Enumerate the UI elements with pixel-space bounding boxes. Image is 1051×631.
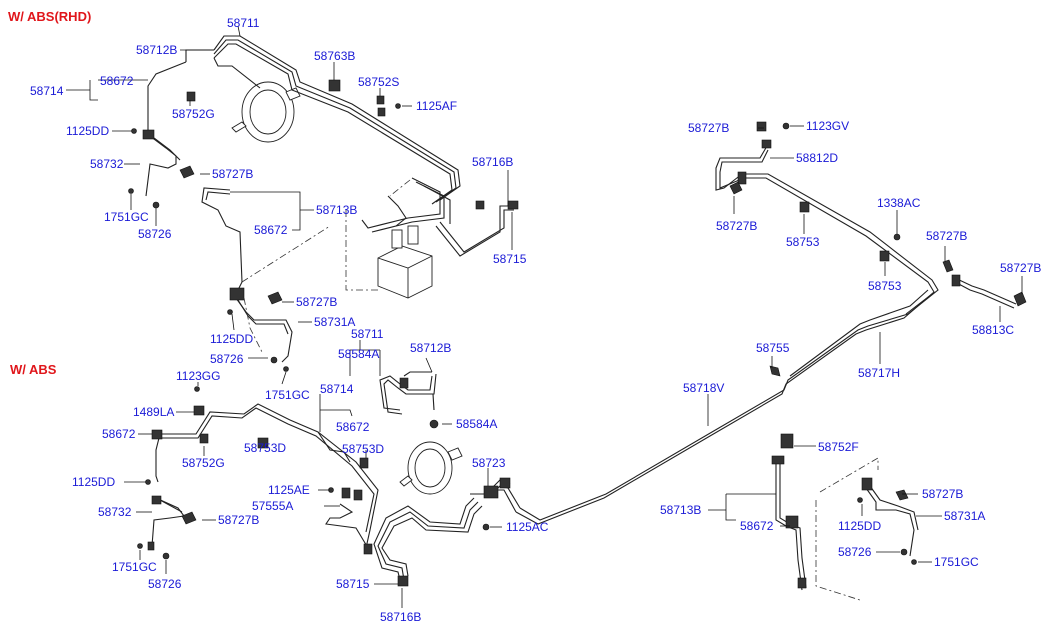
callout-58763b: 58763B bbox=[314, 49, 355, 63]
callout-58813c: 58813C bbox=[972, 323, 1014, 337]
callout-58726-top-left: 58726 bbox=[138, 227, 172, 241]
callout-58584a-left: 58584A bbox=[338, 347, 379, 361]
callout-58731a-abs: 58731A bbox=[944, 509, 985, 523]
callout-58752g-top: 58752G bbox=[172, 107, 215, 121]
callout-58672-top: 58672 bbox=[100, 74, 134, 88]
abs-brake-lines bbox=[151, 371, 511, 581]
callout-58726-abs-right: 58726 bbox=[838, 545, 872, 559]
callout-58752f: 58752F bbox=[818, 440, 859, 454]
callout-58753-left: 58753 bbox=[786, 235, 820, 249]
callout-58727b-right-top: 58727B bbox=[688, 121, 729, 135]
callout-58714-top: 58714 bbox=[30, 84, 64, 98]
callout-58731a-top: 58731A bbox=[314, 315, 355, 329]
rhd-hydraulic-unit bbox=[377, 225, 433, 299]
callout-1751gc-abs-right: 1751GC bbox=[934, 555, 979, 569]
callout-1125dd-abs-left: 1125DD bbox=[72, 475, 115, 489]
callout-1125dd-abs-right: 1125DD bbox=[838, 519, 881, 533]
abs-fittings bbox=[137, 377, 511, 587]
rhd-brake-lines bbox=[145, 35, 514, 363]
callout-58732-top: 58732 bbox=[90, 157, 124, 171]
callout-58672-abs-right: 58672 bbox=[336, 420, 370, 434]
callout-58672-abs-lower: 58672 bbox=[740, 519, 774, 533]
callout-1125ac: 1125AC bbox=[506, 520, 549, 534]
callout-58753-right: 58753 bbox=[868, 279, 902, 293]
callout-57555a: 57555A bbox=[252, 499, 293, 513]
callout-58715-top: 58715 bbox=[493, 252, 527, 266]
callout-58713b-abs: 58713B bbox=[660, 503, 701, 517]
callout-58712b-top: 58712B bbox=[136, 43, 177, 57]
abs-brake-booster bbox=[399, 441, 463, 495]
callout-58753d-right: 58753D bbox=[342, 442, 384, 456]
callout-58711-top: 58711 bbox=[227, 16, 260, 30]
callout-1751gc-mid: 1751GC bbox=[265, 388, 310, 402]
section-title-abs: W/ ABS bbox=[10, 362, 57, 377]
callout-58727b-abs-left: 58727B bbox=[218, 513, 259, 527]
rhd-dash-lines bbox=[241, 179, 411, 353]
callout-58727b-right-b: 58727B bbox=[1000, 261, 1041, 275]
callout-1125ae: 1125AE bbox=[268, 483, 310, 497]
callout-58672-abs-left: 58672 bbox=[102, 427, 136, 441]
callout-58714-abs: 58714 bbox=[320, 382, 354, 396]
callout-58727b-top-left: 58727B bbox=[212, 167, 253, 181]
callout-58812d: 58812D bbox=[796, 151, 838, 165]
callout-58712b-abs: 58712B bbox=[410, 341, 451, 355]
callout-58718v: 58718V bbox=[683, 381, 724, 395]
callout-58755: 58755 bbox=[756, 341, 790, 355]
callout-58727b-abs-right: 58727B bbox=[922, 487, 963, 501]
callout-1125dd-mid: 1125DD bbox=[210, 332, 253, 346]
callout-58726-mid: 58726 bbox=[210, 352, 244, 366]
callout-58584a-right: 58584A bbox=[456, 417, 497, 431]
callout-1751gc-abs-left: 1751GC bbox=[112, 560, 157, 574]
callout-58752s: 58752S bbox=[358, 75, 399, 89]
callout-1123gv: 1123GV bbox=[806, 119, 849, 133]
callout-58753d-left: 58753D bbox=[244, 441, 286, 455]
callout-58732-abs: 58732 bbox=[98, 505, 132, 519]
callout-1338ac: 1338AC bbox=[877, 196, 921, 210]
callout-58713b-top: 58713B bbox=[316, 203, 357, 217]
callout-1751gc-top-left: 1751GC bbox=[104, 210, 149, 224]
callout-58672-mid: 58672 bbox=[254, 223, 288, 237]
rhd-brake-booster bbox=[231, 81, 301, 143]
rhd-fittings bbox=[128, 79, 519, 372]
section-title-rhd: W/ ABS(RHD) bbox=[8, 9, 91, 24]
callout-58726-abs-left: 58726 bbox=[148, 577, 182, 591]
main-brake-lines bbox=[491, 145, 1017, 525]
callout-58715-abs: 58715 bbox=[336, 577, 370, 591]
callout-1123gg: 1123GG bbox=[176, 369, 220, 383]
callout-1125af: 1125AF bbox=[416, 99, 457, 113]
leader-lines bbox=[66, 25, 1023, 608]
callout-58716b-abs: 58716B bbox=[380, 610, 421, 624]
callout-1125dd-top-left: 1125DD bbox=[66, 124, 109, 138]
callout-58716b-top: 58716B bbox=[472, 155, 513, 169]
callout-1489la: 1489LA bbox=[133, 405, 174, 419]
callout-58717h: 58717H bbox=[858, 366, 900, 380]
callout-58711-abs: 58711 bbox=[351, 327, 384, 341]
callout-labels: 58711 58712B 58763B 58672 58714 58752S 1… bbox=[30, 16, 1041, 624]
callout-58723: 58723 bbox=[472, 456, 506, 470]
callout-58727b-right-a: 58727B bbox=[926, 229, 967, 243]
main-line-fittings bbox=[729, 121, 1027, 601]
callout-58752g-abs: 58752G bbox=[182, 456, 225, 470]
callout-58727b-mid: 58727B bbox=[296, 295, 337, 309]
callout-58727b-right-mid: 58727B bbox=[716, 219, 757, 233]
